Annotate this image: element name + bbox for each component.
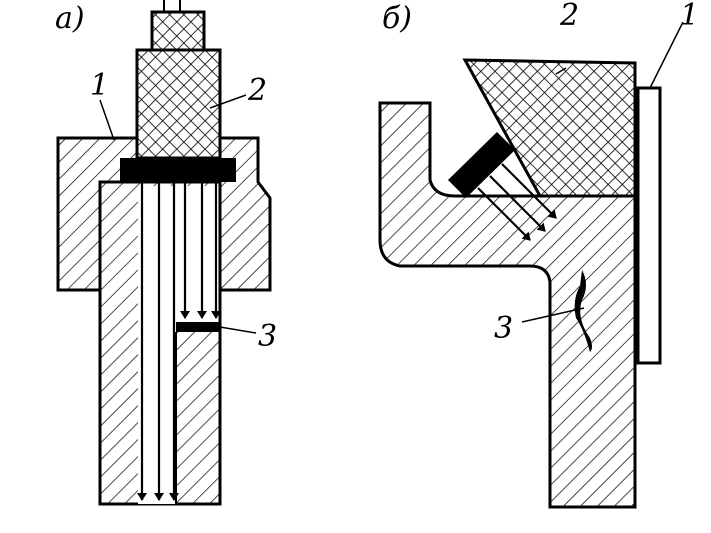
label-1: 1 [680,0,699,33]
label-3: 3 [258,319,277,354]
slot [138,186,176,504]
leader-line [555,67,567,75]
piezo-element [120,158,236,182]
leader-line [649,21,684,89]
transducer-wedge [462,58,637,198]
panel-b: б) 2 1 3 [378,0,699,509]
panel-b-title: б) [382,1,412,36]
label-2: 2 [559,0,579,33]
angled-beam-arrows [477,163,557,241]
leader-line [209,94,247,109]
transducer-connector [150,10,206,52]
label-3: 3 [494,311,513,346]
panel-a-title: а) [55,1,85,36]
leader-line [219,326,257,334]
beam-arrows [137,182,221,501]
label-1: 1 [90,68,109,103]
panel-a: а) 1 [55,0,277,506]
leader-line [99,99,115,141]
transducer-body [135,48,222,160]
piezo-element-angled [448,132,515,198]
test-specimen [378,101,637,509]
crack-flaw [574,270,592,352]
label-2: 2 [247,73,267,108]
flaw-reflector [176,322,220,332]
leader-line [521,307,585,323]
contact-plate [636,86,662,365]
flaw-window [176,186,220,322]
